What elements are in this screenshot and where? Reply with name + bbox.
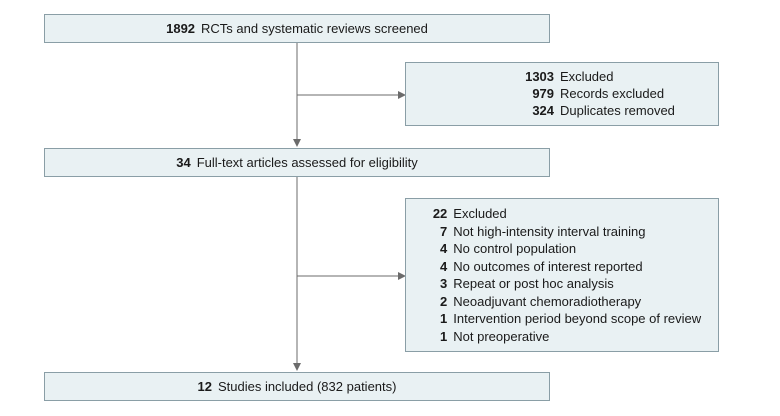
excluded-1-item-label: Duplicates removed bbox=[560, 103, 675, 118]
excluded-2-item-label: Intervention period beyond scope of revi… bbox=[453, 311, 702, 326]
excluded-1-item-label: Records excluded bbox=[560, 86, 665, 101]
excluded-2-item-label: No control population bbox=[453, 241, 577, 256]
excluded-1-item-count: 979 bbox=[532, 86, 555, 101]
included-count: 12 bbox=[197, 379, 212, 394]
excluded-2-item-count: 4 bbox=[440, 258, 448, 274]
fulltext-label: Full-text articles assessed for eligibil… bbox=[196, 155, 418, 170]
excluded-2-item-label: Neoadjuvant chemoradiotherapy bbox=[453, 293, 642, 309]
excluded-2-item-label: Not preoperative bbox=[453, 328, 550, 344]
excluded-2-item-count: 1 bbox=[440, 311, 448, 326]
included-box: 12 Studies included (832 patients) bbox=[44, 372, 550, 401]
excluded-2-item-label: Not high-intensity interval training bbox=[453, 223, 646, 239]
excluded-2-item-count: 4 bbox=[440, 241, 448, 256]
screened-box: 1892 RCTs and systematic reviews screene… bbox=[44, 14, 550, 43]
excluded-box-1: 1303 Excluded 979 Records excluded 324 D… bbox=[405, 62, 719, 126]
excluded-2-item-count: 2 bbox=[440, 293, 448, 309]
screened-count: 1892 bbox=[166, 21, 196, 36]
included-label: Studies included (832 patients) bbox=[217, 379, 397, 394]
excluded-2-list: 22 Excluded 7 Not high-intensity interva… bbox=[416, 205, 718, 345]
excluded-2-label: Excluded bbox=[453, 206, 507, 221]
fulltext-count: 34 bbox=[176, 155, 191, 170]
excluded-2-item-count: 3 bbox=[440, 276, 448, 291]
excluded-2-count: 22 bbox=[432, 206, 448, 221]
excluded-2-item-label: Repeat or post hoc analysis bbox=[453, 276, 614, 291]
excluded-2-item-count: 7 bbox=[440, 223, 448, 239]
excluded-1-count: 1303 bbox=[525, 69, 555, 84]
fulltext-box: 34 Full-text articles assessed for eligi… bbox=[44, 148, 550, 177]
excluded-box-2: 22 Excluded 7 Not high-intensity interva… bbox=[405, 198, 719, 352]
excluded-1-item-count: 324 bbox=[532, 103, 555, 118]
excluded-2-item-count: 1 bbox=[440, 328, 448, 344]
excluded-1-label: Excluded bbox=[560, 69, 614, 84]
excluded-2-item-label: No outcomes of interest reported bbox=[453, 258, 643, 274]
excluded-1-list: 1303 Excluded 979 Records excluded 324 D… bbox=[482, 68, 718, 119]
screened-label: RCTs and systematic reviews screened bbox=[201, 21, 428, 36]
